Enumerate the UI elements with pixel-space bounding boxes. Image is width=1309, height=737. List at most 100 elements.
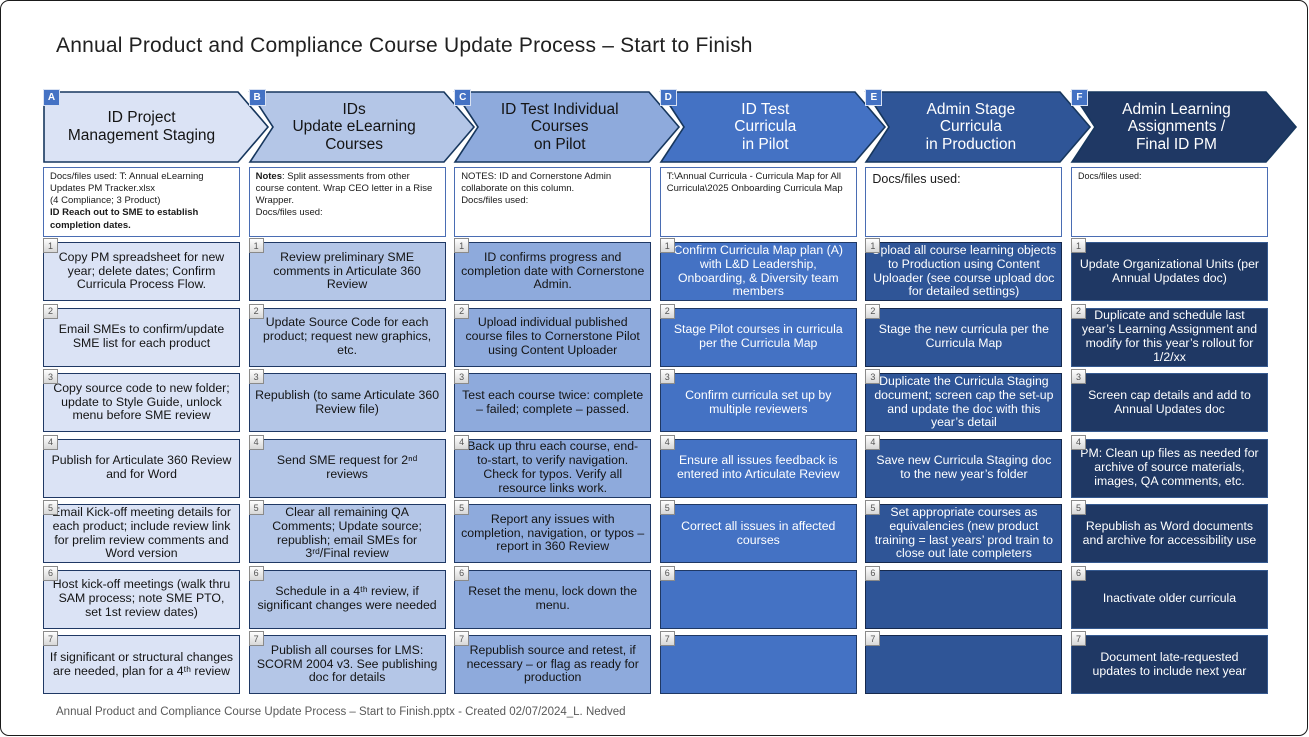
step-text: Reset the menu, lock down the menu.: [468, 584, 638, 612]
step-number-badge: 2: [248, 303, 264, 319]
header-arrow-shape: [43, 91, 270, 163]
step-number-badge: 2: [43, 303, 58, 319]
notes-line: ID Reach out to SME to establish complet…: [50, 207, 233, 231]
step-text: Republish source and retest, if necessar…: [466, 642, 639, 685]
step-text: Inactivate older curricula: [1102, 591, 1237, 606]
step-text: Duplicate and schedule last year’s Learn…: [1081, 308, 1258, 364]
step-text: Republish as Word documents and archive …: [1082, 518, 1257, 547]
step-number-badge: 2: [659, 303, 675, 319]
column-header-label: Admin Learning Assignments / Final ID PM: [1122, 100, 1231, 153]
notes-text: Docs/files used:: [872, 172, 961, 186]
step-text: Clear all remaining QA Comments; Update …: [272, 504, 422, 561]
step-number-badge: 4: [43, 434, 58, 450]
notes-line: Docs/files used:: [1078, 171, 1261, 183]
step-number-badge: 4: [1070, 434, 1086, 450]
step-number-badge: 2: [454, 303, 470, 319]
step-text: Copy source code to new folder; update t…: [53, 380, 230, 423]
notes-line: T:\Annual Curricula - Curricula Map for …: [667, 171, 850, 195]
notes-text: Docs/files used:: [1077, 171, 1142, 181]
step-text: Republish (to same Articulate 360 Review…: [255, 387, 440, 416]
step-D-7: 7: [659, 631, 857, 694]
header-arrow-shape: [248, 91, 475, 163]
step-number-badge: 7: [659, 631, 675, 646]
notes-line: Docs/files used:: [461, 195, 644, 207]
step-E-7: 7: [865, 631, 1063, 694]
step-number-badge: 4: [865, 434, 881, 450]
page-title: Annual Product and Compliance Course Upd…: [56, 34, 753, 57]
step-text: Stage Pilot courses in curricula per the…: [673, 322, 843, 350]
column-notes-F: Docs/files used:: [1070, 167, 1268, 237]
step-text: Email Kick-off meeting details for each …: [52, 504, 231, 561]
step-number-badge: 3: [1070, 369, 1086, 384]
step-text: ID confirms progress and completion date…: [461, 249, 645, 292]
column-header-F: F Admin Learning Assignments / Final ID P…: [1070, 89, 1298, 163]
step-text: Update Organizational Units (per Annual …: [1079, 256, 1260, 285]
step-text: Ensure all issues feedback is entered in…: [676, 453, 840, 481]
column-notes-C: NOTES: ID and Cornerstone Admin collabor…: [454, 167, 652, 237]
step-text: Confirm curricula set up by multiple rev…: [685, 387, 832, 416]
step-number-badge: 1: [248, 238, 264, 253]
footer-filename-text: Annual Product and Compliance Course Upd…: [56, 706, 626, 718]
step-text: Set appropriate courses as equivalencies…: [874, 504, 1054, 561]
notes-text: NOTES: ID and Cornerstone Admin collabor…: [461, 171, 612, 195]
step-number-badge: 5: [454, 500, 470, 515]
column-letter-badge: F: [1070, 89, 1088, 106]
step-text: Review preliminary SME comments in Artic…: [273, 249, 421, 292]
step-text: Back up thru each course, end-to-start, …: [467, 439, 639, 495]
step-number-badge: 5: [43, 500, 58, 515]
notes-text: Docs/files used:: [255, 207, 323, 219]
step-text: Upload all course learning objects to Pr…: [871, 242, 1057, 299]
step-number-badge: 7: [43, 631, 58, 646]
column-letter-badge: E: [865, 89, 883, 106]
column-letter-badge: B: [248, 89, 266, 106]
column-notes-D: T:\Annual Curricula - Curricula Map for …: [659, 167, 857, 237]
step-number-badge: 4: [248, 434, 264, 450]
step-text: PM: Clean up files as needed for archive…: [1080, 446, 1259, 488]
step-text: Host kick-off meetings (walk thru SAM pr…: [52, 577, 231, 619]
step-text: Publish all courses for LMS: SCORM 2004 …: [256, 642, 438, 685]
step-text: Upload individual published course files…: [465, 315, 640, 357]
step-number-badge: 7: [454, 631, 470, 646]
step-text: Save new Curricula Staging doc to the ne…: [876, 453, 1052, 481]
step-number-badge: 5: [865, 500, 881, 515]
step-number-badge: 3: [865, 369, 881, 384]
step-text: Update Source Code for each product; req…: [263, 315, 432, 357]
column-header-label: Admin Stage Curricula in Production: [925, 100, 1017, 153]
column-header-label: ID Project Management Staging: [67, 109, 216, 144]
process-column-F: F Admin Learning Assignments / Final ID P…: [1070, 89, 1298, 694]
step-number-badge: 1: [1070, 238, 1086, 253]
notes-text: ID Reach out to SME to establish complet…: [50, 207, 199, 231]
step-number-badge: 6: [43, 565, 58, 581]
step-number-badge: 5: [1070, 500, 1086, 515]
step-number-badge: 2: [1070, 303, 1086, 319]
step-text: Publish for Articulate 360 Review and fo…: [51, 453, 232, 481]
notes-text: Notes: [255, 171, 282, 182]
notes-text: Docs/files used:: [461, 195, 529, 207]
